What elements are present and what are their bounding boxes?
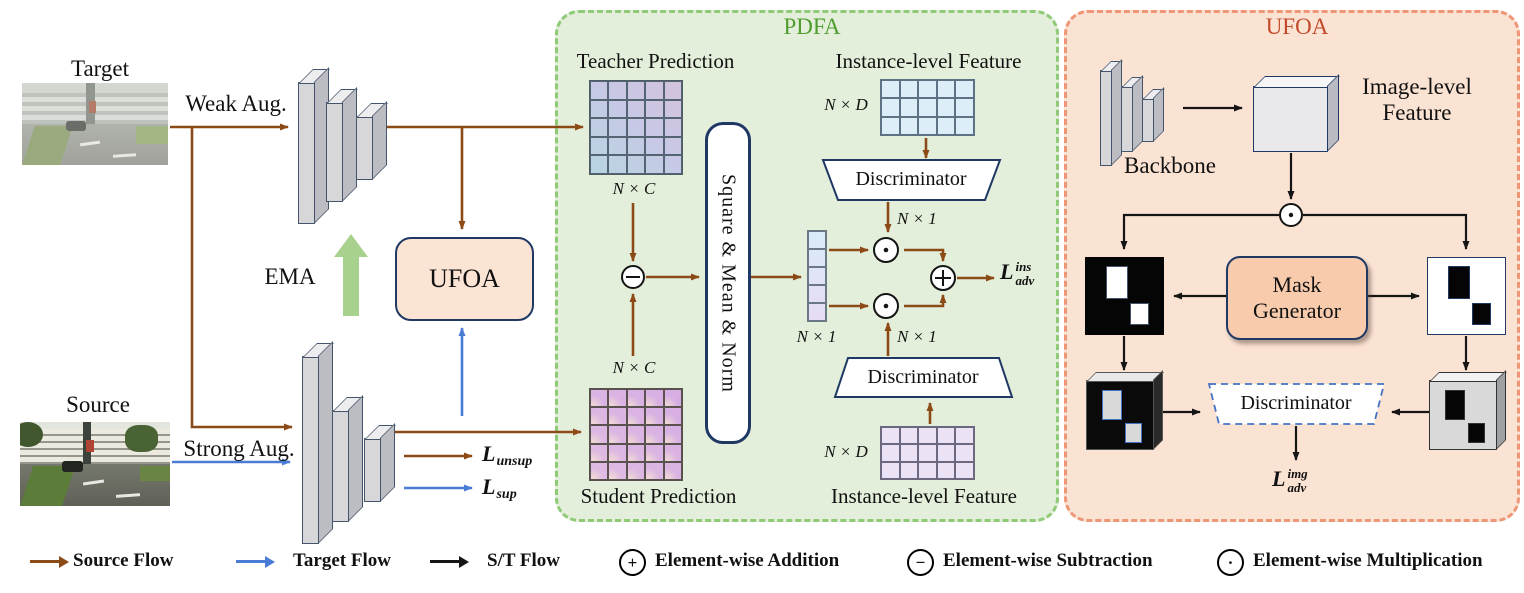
instance-feature-grid-bottom xyxy=(880,426,975,480)
dim-nxd-top: N × D xyxy=(824,95,868,114)
dim-nxc-student: N × C xyxy=(612,358,656,377)
teacher-prediction-grid xyxy=(589,80,683,175)
subtraction-label: Element-wise Subtraction xyxy=(943,550,1153,571)
discriminator-shapes xyxy=(821,159,1386,425)
ema-arrow xyxy=(334,234,368,316)
target-flow-label: Target Flow xyxy=(293,550,391,571)
elementwise-operators xyxy=(621,203,1303,319)
discriminator-ufoa-label: Discriminator xyxy=(1240,392,1352,414)
target-flow-arrow-icon xyxy=(236,555,275,568)
student-network-block xyxy=(332,410,349,522)
student-network-block xyxy=(364,438,381,502)
student-prediction-grid xyxy=(589,388,683,481)
ema-label: EMA xyxy=(264,264,316,289)
pdfa-title: PDFA xyxy=(783,14,841,39)
addition-op-icon: + xyxy=(619,549,646,576)
multiplication-label: Element-wise Multiplication xyxy=(1253,550,1483,571)
teacher-network-block xyxy=(298,82,315,224)
teacher-network-block xyxy=(326,102,343,202)
st-flow-arrow-icon xyxy=(430,555,469,568)
dim-nxc-teacher: N × C xyxy=(612,179,656,198)
backbone-block xyxy=(1142,98,1154,142)
dim-nx1-bottom: N × 1 xyxy=(897,327,937,346)
mask-generator-label: Mask Generator xyxy=(1253,271,1341,323)
instance-feature-label-top: Instance-level Feature xyxy=(835,49,1022,73)
ufoa-module-box: UFOA xyxy=(395,237,534,321)
student-network-block xyxy=(302,356,319,544)
instance-feature-label-bottom: Instance-level Feature xyxy=(831,484,1017,508)
st-flow-label: S/T Flow xyxy=(487,550,561,571)
discriminator-top-label: Discriminator xyxy=(855,168,967,190)
target-flow-arrows xyxy=(172,327,473,492)
backbone-block xyxy=(1100,70,1112,166)
weak-aug-label: Weak Aug. xyxy=(185,91,287,116)
student-prediction-label: Student Prediction xyxy=(580,484,737,508)
teacher-prediction-label: Teacher Prediction xyxy=(576,49,735,73)
nx1-vector xyxy=(807,230,827,322)
ufoa-box-label: UFOA xyxy=(429,264,500,293)
strong-aug-label: Strong Aug. xyxy=(183,436,295,461)
target-label: Target xyxy=(71,56,129,81)
mask-generator-box: Mask Generator xyxy=(1226,256,1368,340)
source-flow-label: Source Flow xyxy=(73,550,174,571)
source-label: Source xyxy=(66,392,130,417)
dim-nx1-top: N × 1 xyxy=(897,209,937,228)
mask-white xyxy=(1427,257,1506,335)
source-flow-arrow-icon xyxy=(30,555,69,568)
masked-feature-cube-dark xyxy=(1086,380,1154,450)
discriminator-bottom-label: Discriminator xyxy=(867,366,979,388)
target-image xyxy=(22,83,168,165)
teacher-network-block xyxy=(356,116,373,180)
ufoa-title: UFOA xyxy=(1265,14,1329,39)
square-mean-norm-label: Square & Mean & Norm xyxy=(717,173,740,393)
image-level-feature-cube xyxy=(1253,86,1328,152)
dim-nxd-bottom: N × D xyxy=(824,442,868,461)
square-mean-norm-box: Square & Mean & Norm xyxy=(705,122,751,444)
image-level-feature-label: Image-level Feature xyxy=(1362,74,1472,126)
source-image xyxy=(20,422,170,506)
addition-label: Element-wise Addition xyxy=(655,550,840,571)
instance-feature-grid-top xyxy=(880,79,975,136)
source-flow-arrows xyxy=(170,123,995,460)
multiplication-op-icon: · xyxy=(1217,549,1244,576)
backbone-label: Backbone xyxy=(1124,153,1216,178)
subtraction-op-icon: − xyxy=(907,549,934,576)
backbone-block xyxy=(1121,86,1133,152)
masked-feature-cube-light xyxy=(1429,380,1497,450)
mask-black xyxy=(1085,257,1164,335)
dim-nx1-vector: N × 1 xyxy=(796,327,837,346)
